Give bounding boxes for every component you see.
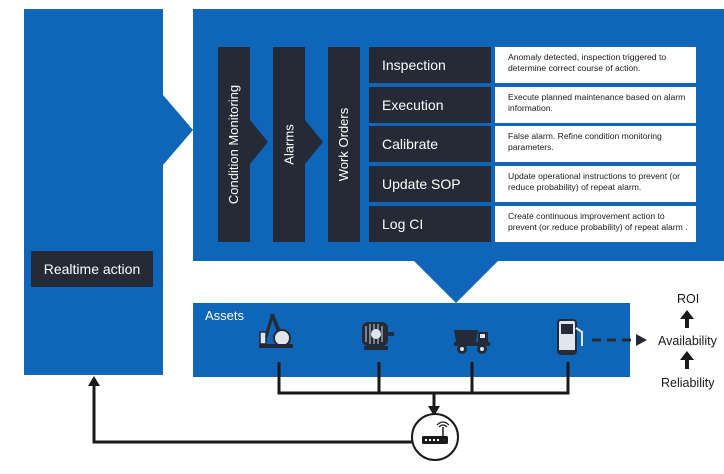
action-execution: Execution — [369, 87, 491, 123]
action-description: Update operational instructions to preve… — [495, 166, 696, 202]
pump-jack-icon — [259, 314, 293, 348]
dump-truck-icon — [454, 330, 490, 354]
action-label: Calibrate — [382, 136, 439, 152]
action-label: Execution — [382, 97, 444, 113]
action-description: Create continuous improvement action to … — [495, 206, 696, 242]
action-inspection: Inspection — [369, 47, 491, 83]
action-label: Inspection — [382, 57, 446, 73]
realtime-action-box: Realtime action — [31, 251, 153, 287]
top-panel-down-arrow — [414, 261, 498, 303]
feedback-arrowhead — [88, 376, 100, 386]
realtime-panel — [24, 9, 163, 375]
stage-alarms: Alarms — [273, 47, 305, 242]
electric-motor-icon — [362, 322, 394, 350]
action-calibrate: Calibrate — [369, 126, 491, 162]
action-update-sop: Update SOP — [369, 166, 491, 202]
stage-condition-monitoring: Condition Monitoring — [218, 47, 250, 242]
stage-label: Work Orders — [336, 107, 352, 182]
kpi-roi: ROI — [677, 292, 700, 306]
kpi-reliability: Reliability — [661, 376, 715, 390]
action-description: Execute planned maintenance based on ala… — [495, 87, 696, 123]
router-icon — [411, 413, 459, 461]
action-log-ci: Log CI — [369, 206, 491, 242]
stage-label: Alarms — [281, 124, 297, 165]
stage-label: Condition Monitoring — [226, 84, 242, 205]
assets-label: Assets — [205, 308, 245, 323]
left-panel-arrow — [163, 95, 193, 165]
realtime-action-label: Realtime action — [43, 261, 141, 277]
action-description: False alarm. Refine condition monitoring… — [495, 126, 696, 162]
action-label: Update SOP — [382, 176, 461, 192]
kpi-availability: Availability — [658, 334, 717, 348]
stage-work-orders: Work Orders — [328, 47, 360, 242]
chevron-right-icon — [305, 120, 323, 164]
action-description: Anomaly detected, inspection triggered t… — [495, 47, 696, 83]
action-label: Log CI — [382, 216, 424, 232]
chevron-right-icon — [250, 120, 268, 164]
fuel-dispenser-icon — [557, 319, 583, 355]
